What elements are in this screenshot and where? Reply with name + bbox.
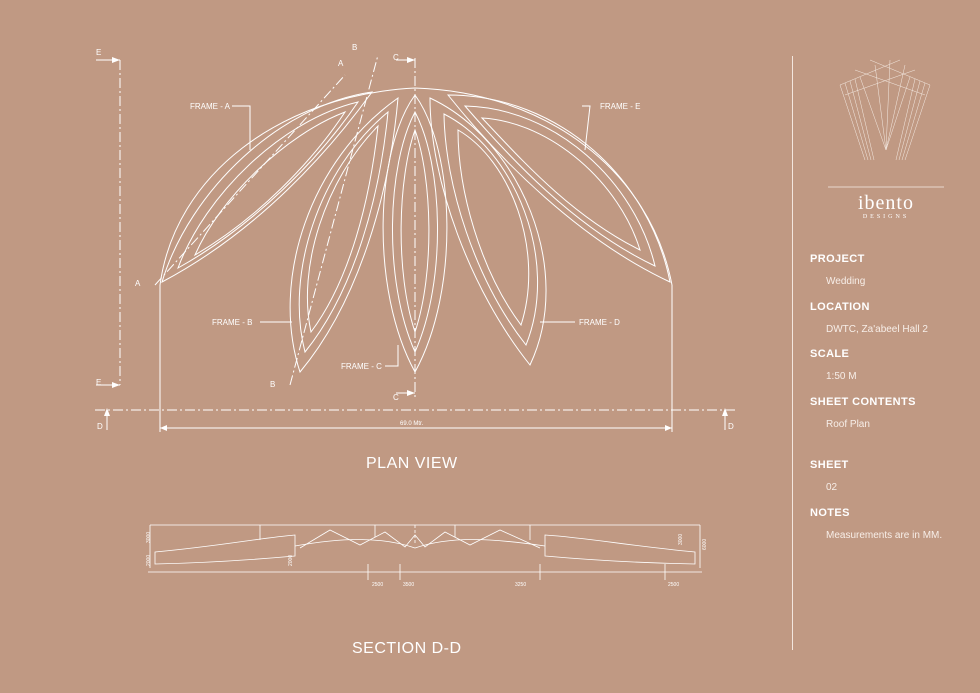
mark-e-bottom: E (96, 378, 101, 387)
sheet-contents-label: SHEET CONTENTS (810, 396, 916, 408)
location-value: DWTC, Za'abeel Hall 2 (826, 324, 928, 335)
span-dimension: 69.0 Mtr. (400, 421, 424, 427)
mark-d-left: D (97, 422, 103, 431)
project-value: Wedding (826, 276, 866, 287)
section-dd-drawing (148, 524, 702, 580)
frame-d-label: FRAME - D (579, 318, 620, 327)
sheet-contents-value: Roof Plan (826, 419, 870, 430)
frame-c-label: FRAME - C (341, 362, 382, 371)
section-dim-7: 3500 (403, 582, 414, 588)
sheet-number-value: 02 (826, 482, 838, 493)
dome-outline (159, 87, 673, 286)
notes-value: Measurements are in MM. (826, 530, 943, 541)
mark-b-bottom: B (270, 380, 275, 389)
brand-name: ibento (858, 192, 914, 214)
mark-c-bottom: C (393, 393, 399, 402)
mark-a-top: A (338, 59, 344, 68)
scale-label: SCALE (810, 348, 850, 360)
project-label: PROJECT (810, 253, 865, 265)
frame-a-label: FRAME - A (190, 102, 231, 111)
section-dim-9: 2500 (668, 582, 679, 588)
petal-frame-d (429, 97, 547, 366)
section-dim-3: 2000 (288, 555, 294, 566)
location-label: LOCATION (810, 301, 870, 313)
frame-e-label: FRAME - E (600, 102, 640, 111)
mark-b-top: B (352, 43, 357, 52)
petal-frame-a (161, 91, 374, 284)
mark-e-top: E (96, 48, 101, 57)
petal-frame-b (289, 96, 399, 374)
plan-view-title: PLAN VIEW (366, 455, 458, 472)
petal-frame-e (446, 94, 671, 283)
brand-tagline: DESIGNS (862, 214, 910, 220)
frame-b-label: FRAME - B (212, 318, 252, 327)
ibento-logo-icon (828, 59, 944, 188)
title-block-divider (792, 56, 793, 650)
mark-d-right: D (728, 422, 734, 431)
section-dim-5: 6000 (702, 539, 708, 550)
section-dim-8: 3250 (515, 582, 526, 588)
section-dim-1: 3000 (146, 532, 152, 543)
section-dim-4: 3000 (678, 534, 684, 545)
scale-value: 1:50 M (826, 371, 857, 382)
mark-a-bottom: A (135, 279, 141, 288)
section-title: SECTION D-D (352, 640, 462, 657)
sheet-number-label: SHEET (810, 459, 849, 471)
section-dim-6: 2500 (372, 582, 383, 588)
notes-label: NOTES (810, 507, 850, 519)
mark-c-top: C (393, 53, 399, 62)
section-dim-2: 2000 (146, 555, 152, 566)
